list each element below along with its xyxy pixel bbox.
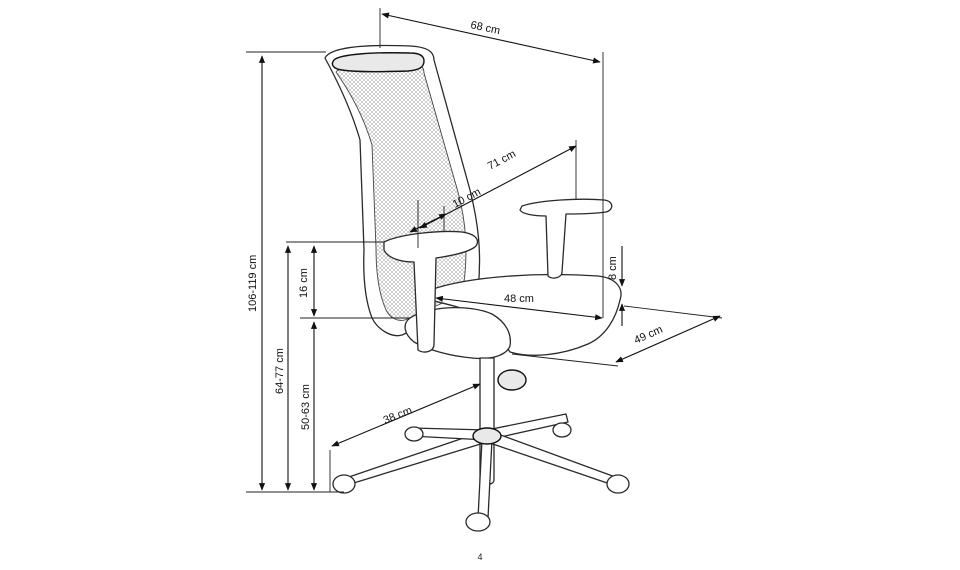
dim-seat-depth-line — [615, 315, 721, 363]
label-seat-width: 48 cm — [504, 293, 534, 305]
label-seat-depth: 49 cm — [632, 324, 664, 347]
headrest-band — [331, 52, 425, 73]
casters — [332, 422, 630, 532]
backrest-mesh — [335, 60, 467, 321]
dim-base-radius-line — [331, 383, 481, 447]
label-base-radius: 38 cm — [382, 404, 414, 426]
page-number: 4 — [477, 552, 483, 562]
label-arm-back: 71 cm — [486, 148, 518, 173]
label-arm-above-seat: 16 cm — [298, 268, 310, 298]
armrest-right — [519, 198, 613, 279]
dim-lumbar-line — [409, 213, 447, 233]
star-base — [343, 413, 619, 519]
armrest-left — [383, 230, 479, 353]
label-armrest-height: 64-77 cm — [274, 348, 286, 394]
label-arm-adjust: 8 cm — [607, 256, 619, 280]
label-overall-height: 106-119 cm — [247, 255, 259, 312]
dim-seat-width-line — [435, 295, 603, 321]
tilt-knob — [497, 369, 527, 391]
dimension-labels: 68 cm 71 cm 10 cm 106-119 cm 64-77 cm 50… — [247, 19, 665, 430]
dimension-lines — [246, 8, 723, 493]
chair-illustration — [324, 44, 630, 532]
label-seat-height: 50-63 cm — [300, 384, 312, 430]
dim-top-depth-line — [381, 12, 601, 64]
